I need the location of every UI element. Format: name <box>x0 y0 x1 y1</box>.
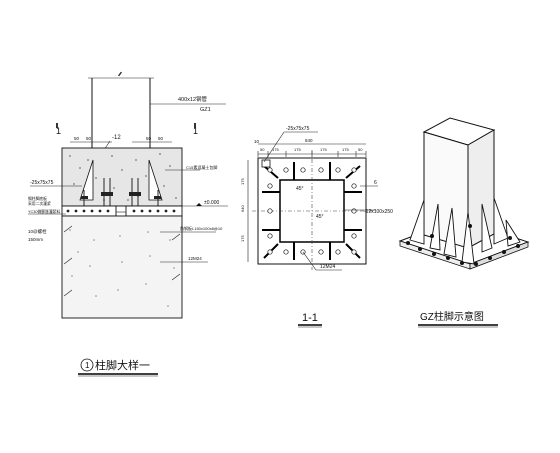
note-grout-a: 钢柱脚底板 <box>28 196 47 201</box>
mark-6: 6 <box>374 180 377 186</box>
section-mark-left: 1 <box>56 126 61 136</box>
dim-175: 175 <box>342 147 349 152</box>
view-3d-title: GZ柱脚示意图 <box>420 310 484 323</box>
dim-50: 50 <box>146 136 152 141</box>
concrete-note: C15素混凝土包脚 <box>186 164 217 170</box>
dim-side: 175 <box>240 178 245 185</box>
stiffener-label: -25x75x75 <box>286 126 310 132</box>
embedded-plate-label: 角钢板L150x100x8@10 <box>180 225 223 231</box>
mark-10: 10 <box>254 139 260 144</box>
pipe-label: 400x12钢管 <box>178 95 208 103</box>
bolt-spec-label: 12M24 <box>320 264 336 270</box>
pipe-tag: GZ1 <box>200 107 211 113</box>
title-number: 1 <box>85 361 90 370</box>
stiffener-label: -25x75x75 <box>30 180 54 186</box>
dim-50: 50 <box>86 136 92 141</box>
section-1-1-plan: 50 175 175 175 175 50 840 175 640 175 <box>240 126 393 328</box>
dim-50: 50 <box>74 136 80 141</box>
angle-label: 45° <box>316 214 324 220</box>
plate-thickness: -12 <box>112 135 121 141</box>
note-bolt-a: 10@螺栓 <box>28 228 47 235</box>
dim-840: 840 <box>305 138 313 143</box>
dim-50: 50 <box>358 147 363 152</box>
note-grout-material: YC30微膨胀灌浆料 <box>28 209 60 214</box>
section-mark-right: 1 <box>193 126 198 136</box>
dim-50: 50 <box>260 147 265 152</box>
note-bolt-b: 150mm <box>28 237 43 242</box>
detail-title: 柱脚大样一 <box>95 358 150 372</box>
dim-side: 640 <box>240 205 245 212</box>
angle-label: 45° <box>296 186 304 192</box>
section-title: 1-1 <box>302 312 318 324</box>
gz-column-base-3d-view: GZ柱脚示意图 <box>398 117 530 328</box>
bolt-spec-label: 12M24 <box>188 256 202 261</box>
dim-side: 175 <box>240 235 245 242</box>
rib-plate-label: -12x100x250 <box>364 209 393 215</box>
note-grout-b: 采用二次灌浆 <box>28 201 51 206</box>
dim-50: 50 <box>158 136 164 141</box>
dim-175: 175 <box>272 147 279 152</box>
elevation-label: ±0.000 <box>204 200 219 206</box>
dim-175: 175 <box>320 147 327 152</box>
detail-1-column-base: 1 1 400x12钢管 GZ1 50 50 50 50 -12 <box>28 71 228 377</box>
dim-175: 175 <box>294 147 301 152</box>
